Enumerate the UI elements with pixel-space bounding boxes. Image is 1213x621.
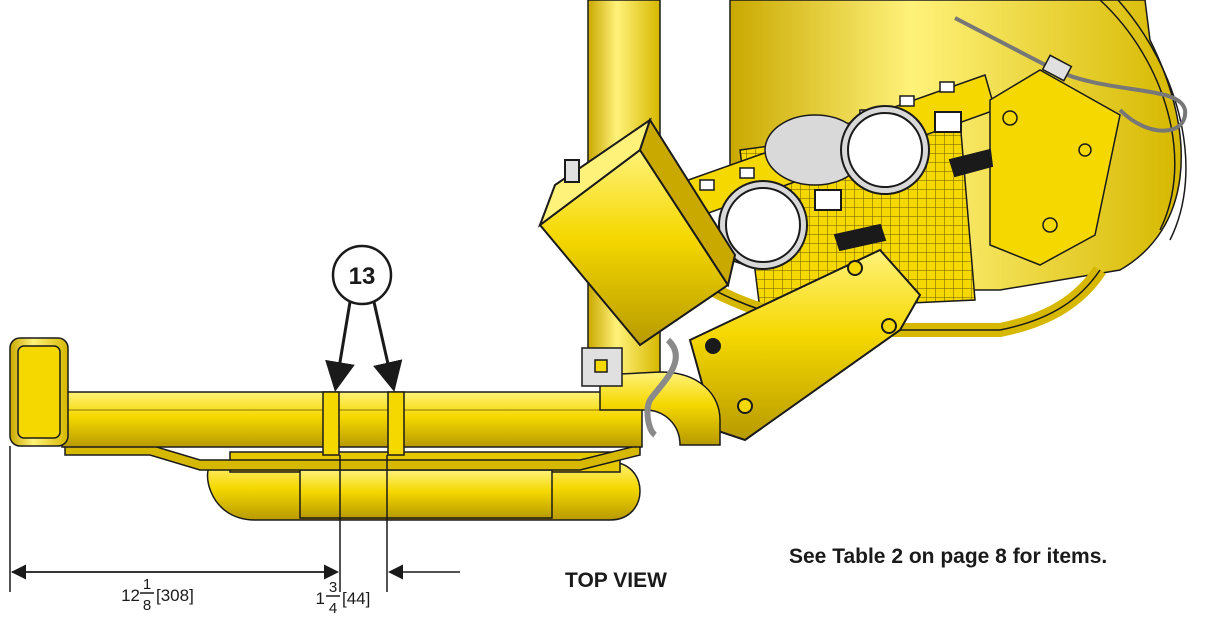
leader-line-right: [372, 301, 403, 392]
main-tube: [61, 391, 643, 448]
dim1-denominator: 8: [143, 597, 151, 614]
dim2-whole: 1: [316, 589, 325, 608]
elbow: [599, 371, 721, 446]
dim2-metric: [44]: [342, 589, 370, 608]
callout-balloon: [331, 244, 393, 306]
cable: [954, 16, 1188, 133]
table-reference-note: See Table 2 on page 8 for items.: [789, 545, 1107, 568]
support-rail: [64, 444, 641, 471]
callout-number: 13: [349, 263, 376, 290]
dimension-lines: [9, 446, 460, 592]
lower-handle-assembly: [9, 337, 721, 521]
dim2-denominator: 4: [329, 600, 337, 617]
upper-assembly: [587, 0, 1188, 386]
dimension-label-second: 1 3 4 [44]: [316, 579, 371, 617]
dim1-numerator: 1: [143, 576, 151, 593]
dim1-whole: 12: [121, 586, 140, 605]
view-label: TOP VIEW: [565, 569, 667, 592]
callout-13: 13: [325, 244, 403, 392]
hose: [644, 337, 679, 438]
clamp-band-left: [322, 391, 340, 456]
dimension-label-first: 12 1 8 [308]: [121, 576, 194, 614]
clamp-band-right: [387, 391, 405, 456]
control-box: [537, 117, 737, 347]
side-plate: [989, 69, 1121, 266]
leader-line-left: [325, 301, 355, 392]
pressure-gauges: [718, 105, 994, 270]
dim2-numerator: 3: [329, 579, 337, 596]
dim1-metric: [308]: [156, 586, 194, 605]
